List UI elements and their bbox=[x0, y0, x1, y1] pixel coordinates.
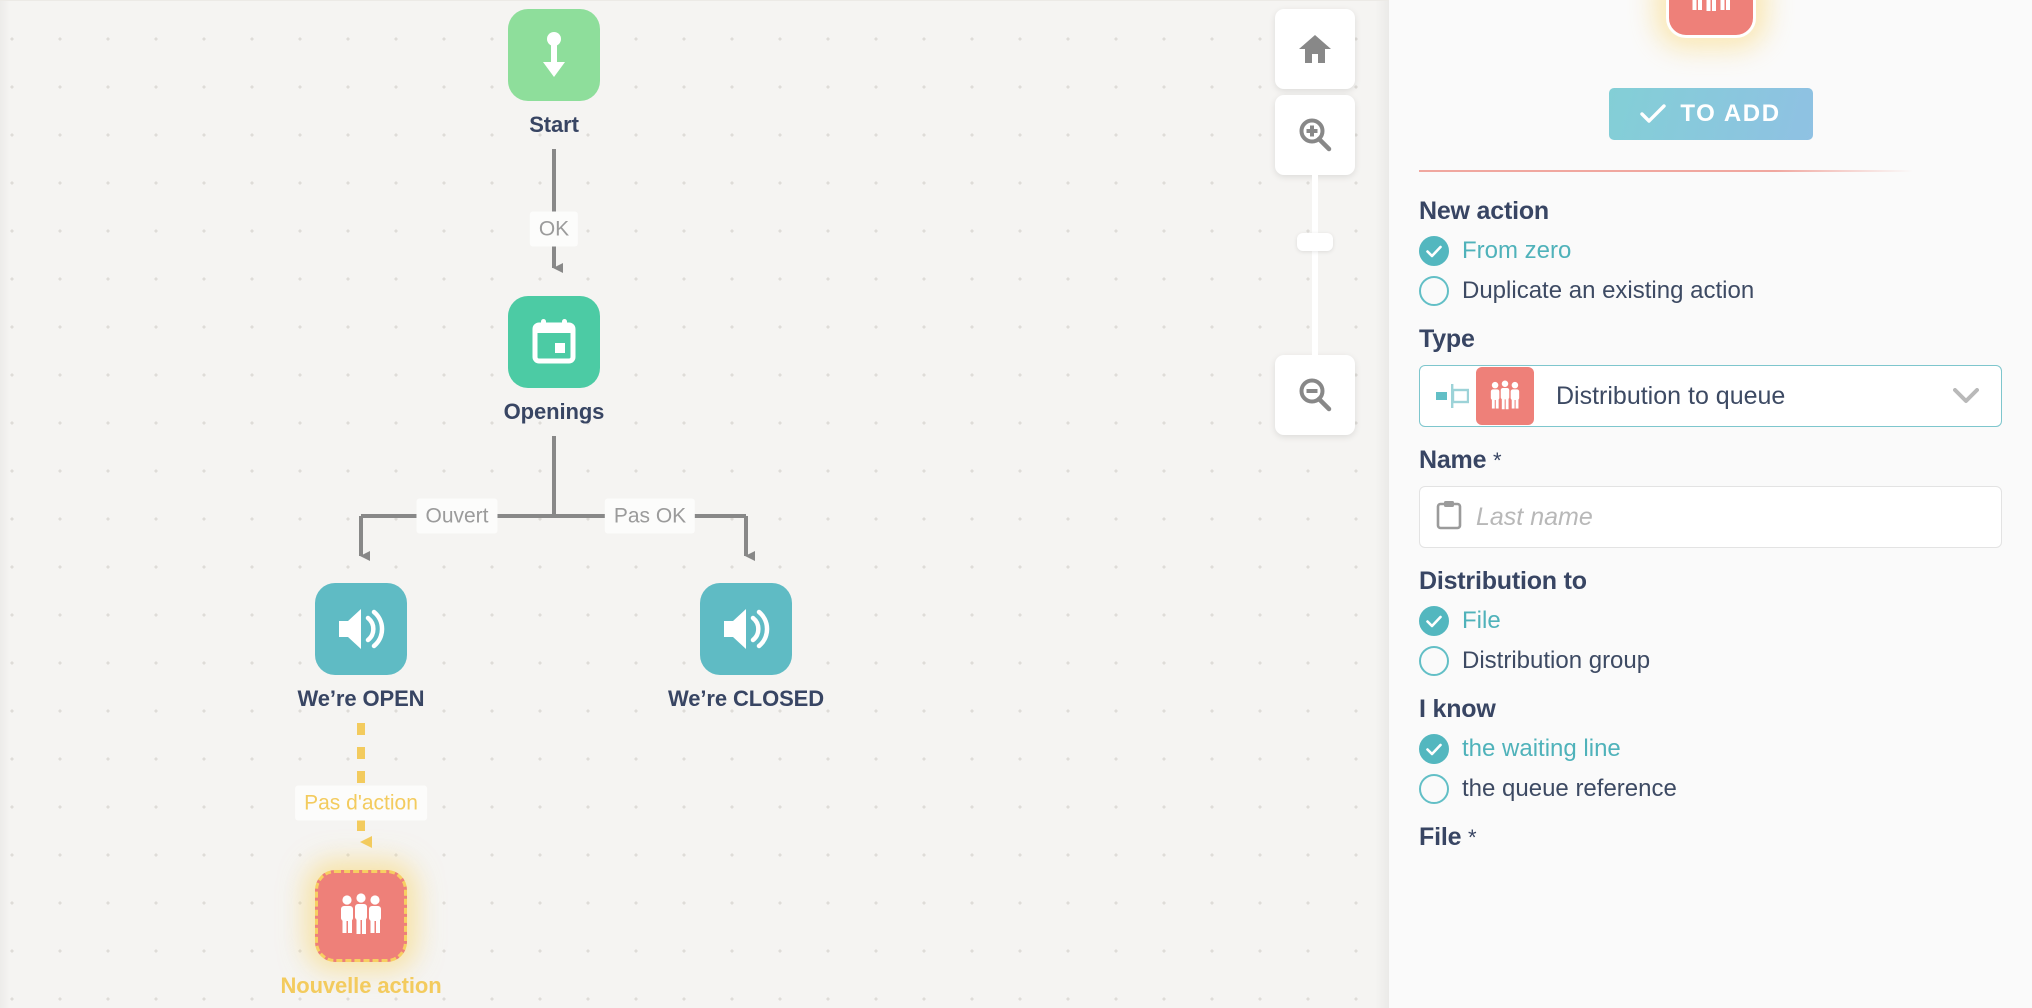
check-icon bbox=[1640, 104, 1667, 123]
home-button[interactable] bbox=[1275, 9, 1355, 89]
radio-label: From zero bbox=[1462, 237, 1572, 264]
required-mark: * bbox=[1493, 448, 1502, 473]
radio-mark-checked-icon bbox=[1419, 236, 1449, 266]
to-add-button[interactable]: TO ADD bbox=[1608, 88, 1813, 140]
zoom-out-button[interactable] bbox=[1275, 355, 1355, 435]
branch-node-icon bbox=[1432, 383, 1472, 409]
edge-label-pas-daction: Pas d'action bbox=[295, 785, 427, 821]
zoom-out-icon bbox=[1299, 378, 1332, 412]
flow-canvas[interactable]: Start Openings bbox=[0, 0, 1389, 1008]
speaker-icon bbox=[724, 609, 770, 649]
radio-label: File bbox=[1462, 607, 1501, 634]
i-know-title: I know bbox=[1419, 695, 1496, 723]
field-file: File * bbox=[1419, 823, 2002, 852]
field-i-know: I know the waiting line the queue refere… bbox=[1419, 695, 2002, 804]
check-icon bbox=[1426, 743, 1442, 755]
panel-divider bbox=[1419, 170, 1913, 172]
radio-label: the queue reference bbox=[1462, 775, 1677, 802]
radio-mark-checked-icon bbox=[1419, 606, 1449, 636]
type-icon bbox=[1476, 367, 1534, 425]
node-label: We’re CLOSED bbox=[667, 686, 825, 711]
edge-label-ouvert: Ouvert bbox=[416, 498, 498, 534]
chevron-down-icon bbox=[1953, 388, 1979, 403]
radio-duplicate-existing-action[interactable]: Duplicate an existing action bbox=[1419, 276, 2002, 306]
radio-label: Duplicate an existing action bbox=[1462, 277, 1755, 304]
flow-node-start[interactable]: Start bbox=[454, 9, 654, 138]
required-mark: * bbox=[1468, 825, 1477, 850]
new-action-title: New action bbox=[1419, 197, 1549, 225]
field-new-action: New action From zero Duplicate an existi… bbox=[1419, 197, 2002, 306]
flow-node-open[interactable]: We’re OPEN bbox=[261, 583, 461, 712]
panel-node-preview bbox=[1665, 0, 1756, 38]
type-title: Type bbox=[1419, 325, 1475, 353]
to-add-label: TO ADD bbox=[1680, 100, 1781, 127]
speaker-icon bbox=[339, 609, 385, 649]
chevron-down-icon[interactable] bbox=[1953, 388, 2001, 404]
check-icon bbox=[1426, 615, 1442, 627]
type-select[interactable]: Distribution to queue bbox=[1419, 365, 2002, 427]
node-label: We’re OPEN bbox=[297, 686, 425, 711]
branch-node-icon bbox=[1436, 384, 1469, 408]
node-tile bbox=[508, 296, 600, 388]
node-tile bbox=[315, 583, 407, 675]
zoom-slider-track[interactable] bbox=[1297, 175, 1333, 355]
file-title: File * bbox=[1419, 823, 2002, 852]
file-title-text: File bbox=[1419, 823, 1462, 851]
calendar-icon bbox=[532, 319, 576, 364]
flow-node-nouvelle-action[interactable]: Nouvelle action bbox=[261, 870, 461, 999]
node-tile bbox=[508, 9, 600, 101]
radio-the-waiting-line[interactable]: the waiting line bbox=[1419, 734, 2002, 764]
zoom-in-button[interactable] bbox=[1275, 95, 1355, 175]
flow-node-closed[interactable]: We’re CLOSED bbox=[646, 583, 846, 712]
edge-label-pas-ok: Pas OK bbox=[604, 498, 696, 534]
field-name: Name * bbox=[1419, 446, 2002, 548]
radio-mark-empty-icon bbox=[1419, 774, 1449, 804]
action-editor-panel: TO ADD New action From zero Duplicate an… bbox=[1389, 0, 2032, 1008]
type-selected-value: Distribution to queue bbox=[1556, 381, 1786, 410]
check-icon bbox=[1426, 245, 1442, 257]
radio-from-zero[interactable]: From zero bbox=[1419, 236, 2002, 266]
flow-node-openings[interactable]: Openings bbox=[454, 296, 654, 425]
node-label: Openings bbox=[503, 399, 605, 424]
zoom-slider-thumb[interactable] bbox=[1297, 233, 1333, 251]
edge-label-ok: OK bbox=[529, 211, 579, 247]
clipboard-icon bbox=[1436, 500, 1462, 529]
zoom-in-icon bbox=[1299, 118, 1332, 152]
clipboard-icon bbox=[1436, 500, 1462, 535]
name-input-wrap[interactable] bbox=[1419, 486, 2002, 548]
node-label: Nouvelle action bbox=[280, 973, 442, 998]
radio-file[interactable]: File bbox=[1419, 606, 2002, 636]
distribution-to-title: Distribution to bbox=[1419, 567, 1587, 595]
name-title: Name * bbox=[1419, 446, 2002, 475]
radio-the-queue-reference[interactable]: the queue reference bbox=[1419, 774, 2002, 804]
field-type: Type bbox=[1419, 325, 2002, 427]
home-icon bbox=[1299, 35, 1331, 63]
node-tile bbox=[700, 583, 792, 675]
group-people-icon bbox=[341, 893, 381, 934]
radio-mark-empty-icon bbox=[1419, 276, 1449, 306]
node-tile bbox=[315, 870, 407, 962]
start-pin-icon bbox=[543, 32, 565, 77]
zoom-controls bbox=[1275, 9, 1355, 435]
radio-mark-checked-icon bbox=[1419, 734, 1449, 764]
field-distribution-to: Distribution to File Distribution group bbox=[1419, 567, 2002, 676]
group-people-icon bbox=[1490, 379, 1520, 409]
radio-mark-empty-icon bbox=[1419, 646, 1449, 676]
panel-header: TO ADD bbox=[1419, 0, 2002, 178]
radio-label: Distribution group bbox=[1462, 647, 1651, 674]
name-title-text: Name bbox=[1419, 446, 1487, 474]
radio-distribution-group[interactable]: Distribution group bbox=[1419, 646, 2002, 676]
radio-label: the waiting line bbox=[1462, 735, 1621, 762]
name-input[interactable] bbox=[1476, 502, 1985, 532]
node-label: Start bbox=[529, 112, 579, 137]
group-people-icon bbox=[1692, 0, 1730, 11]
